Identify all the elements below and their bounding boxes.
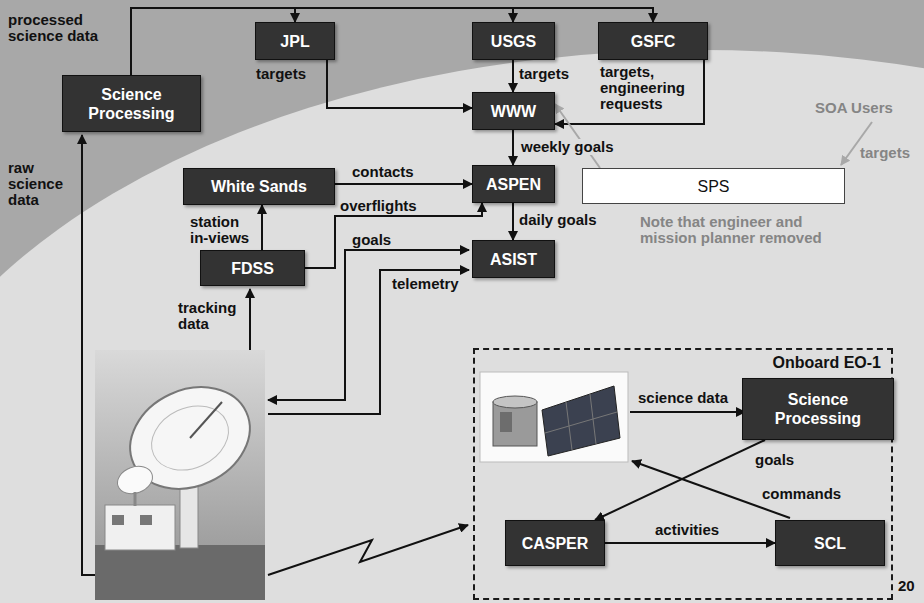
connector-arrow	[595, 440, 765, 520]
box-text: CASPER	[522, 534, 589, 553]
box-text: ASIST	[490, 250, 537, 269]
box-text: White Sands	[211, 177, 307, 196]
spacecraft-region: Onboard EO-1Science ProcessingCASPER SCL	[473, 348, 893, 600]
connector-arrow	[131, 8, 513, 75]
box-text: WWW	[491, 102, 536, 121]
annotation-label: targets	[860, 145, 910, 161]
raw-data-line	[82, 135, 95, 575]
web-box: WWW	[472, 92, 555, 130]
site-box: GSFC	[598, 22, 708, 60]
connector-arrow	[555, 104, 600, 168]
flight-dynamics-box: FDSS	[200, 250, 305, 286]
box-text: SPS	[697, 177, 729, 196]
tracking-line	[249, 289, 251, 350]
ground-system-box: ASIST	[472, 240, 555, 278]
annotation-label: SOA Users	[815, 100, 893, 116]
region-title: Onboard EO-1	[773, 353, 881, 372]
connector-arrow	[131, 8, 653, 75]
connector-arrow	[512, 203, 514, 240]
box-text: JPL	[280, 32, 309, 51]
edge-label: overflights	[340, 198, 417, 214]
box-text: FDSS	[231, 259, 274, 278]
edge-label: daily goals	[519, 212, 597, 228]
note-text: Note that engineer and mission planner r…	[640, 214, 845, 246]
background-curve	[0, 50, 924, 603]
connector-arrow	[335, 183, 472, 185]
planner-box: CASPER	[505, 520, 605, 566]
box-text: GSFC	[631, 32, 675, 51]
edge-label: activities	[655, 522, 719, 538]
edge-label: targets	[256, 66, 306, 82]
antenna-photo	[95, 350, 266, 600]
edge-label: goals	[755, 452, 794, 468]
radio-link	[268, 525, 468, 575]
connector-arrow	[555, 60, 704, 124]
connector-arrow	[512, 130, 514, 165]
connector-arrow	[605, 542, 775, 544]
annotation-label: tracking data	[178, 300, 248, 332]
edge-label: processed science data	[8, 12, 123, 44]
edge-label: weekly goals	[519, 139, 616, 155]
executive-box: SCL	[775, 520, 885, 566]
satellite-picture	[480, 372, 628, 462]
box-text: USGS	[491, 32, 536, 51]
box-text: Science Processing	[63, 85, 200, 123]
process-box: Science Processing	[62, 75, 201, 132]
edge-label: contacts	[352, 164, 414, 180]
edge-label: station in-views	[190, 214, 256, 246]
annotation-label: raw science data	[8, 160, 74, 208]
edge-label: targets, engineering requests	[600, 64, 698, 112]
page-number: 20	[898, 578, 915, 594]
site-box: JPL	[255, 22, 335, 60]
box-text: SCL	[814, 534, 846, 553]
telemetry-line	[268, 270, 469, 414]
box-text: Science Processing	[743, 390, 893, 428]
edge-label: targets	[519, 66, 569, 82]
service-box: SPS	[582, 168, 845, 204]
annotation-label: commands	[762, 486, 841, 502]
station-box: White Sands	[183, 168, 335, 205]
site-box: USGS	[472, 22, 555, 60]
annotation-label: goals	[352, 232, 391, 248]
connector-arrow	[261, 205, 263, 250]
science-data-line	[630, 411, 745, 413]
box-text: ASPEN	[486, 175, 541, 194]
connector-arrow	[512, 60, 514, 92]
annotation-label: telemetry	[392, 276, 459, 292]
annotation-label: science data	[638, 390, 728, 406]
process-box: Science Processing	[742, 378, 894, 440]
connector-arrow	[327, 60, 472, 108]
planner-box: ASPEN	[472, 165, 555, 203]
